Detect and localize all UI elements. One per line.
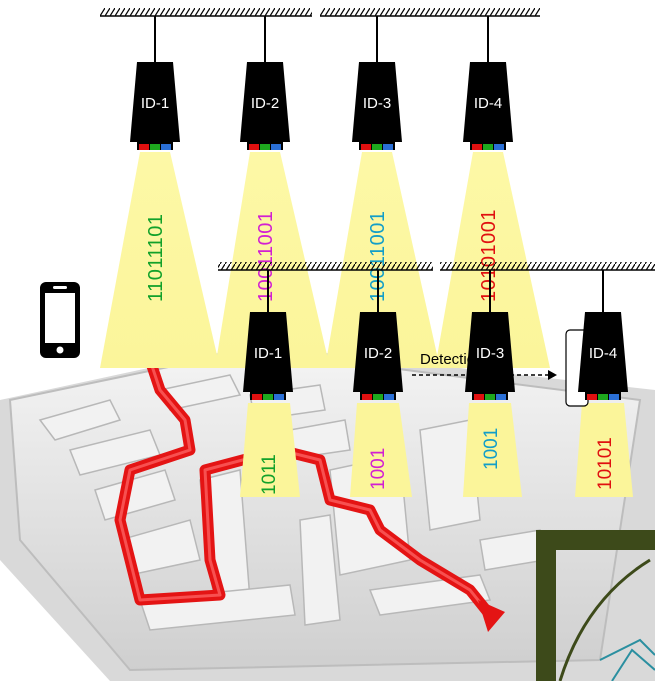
lamp-label: ID-3	[476, 345, 504, 362]
lamp-label: ID-2	[364, 345, 392, 362]
lamp-label: ID-3	[363, 95, 391, 112]
top-ceiling	[100, 8, 540, 16]
bit-code: 1001	[481, 428, 502, 470]
lamp-label: ID-2	[251, 95, 279, 112]
bit-code: 10011001	[255, 211, 277, 303]
bit-code: 1001	[368, 448, 389, 490]
bit-code: 1011	[259, 454, 280, 495]
maze-illustration	[0, 345, 655, 681]
bit-code: 10101	[595, 437, 616, 490]
lamp-label: ID-4	[589, 345, 617, 362]
bit-code: 11011101	[145, 213, 167, 302]
bottom-ceiling	[218, 262, 655, 270]
led-lamp: ID-4	[578, 270, 628, 400]
led-lamp: ID-3	[352, 16, 402, 150]
lamp-label: ID-1	[141, 95, 169, 112]
led-lamp: ID-4	[463, 16, 513, 150]
lamp-label: ID-1	[254, 345, 282, 362]
smartphone-icon	[40, 282, 80, 358]
led-lamp: ID-1	[130, 16, 180, 150]
led-lamp: ID-2	[240, 16, 290, 150]
lamp-label: ID-4	[474, 95, 502, 112]
